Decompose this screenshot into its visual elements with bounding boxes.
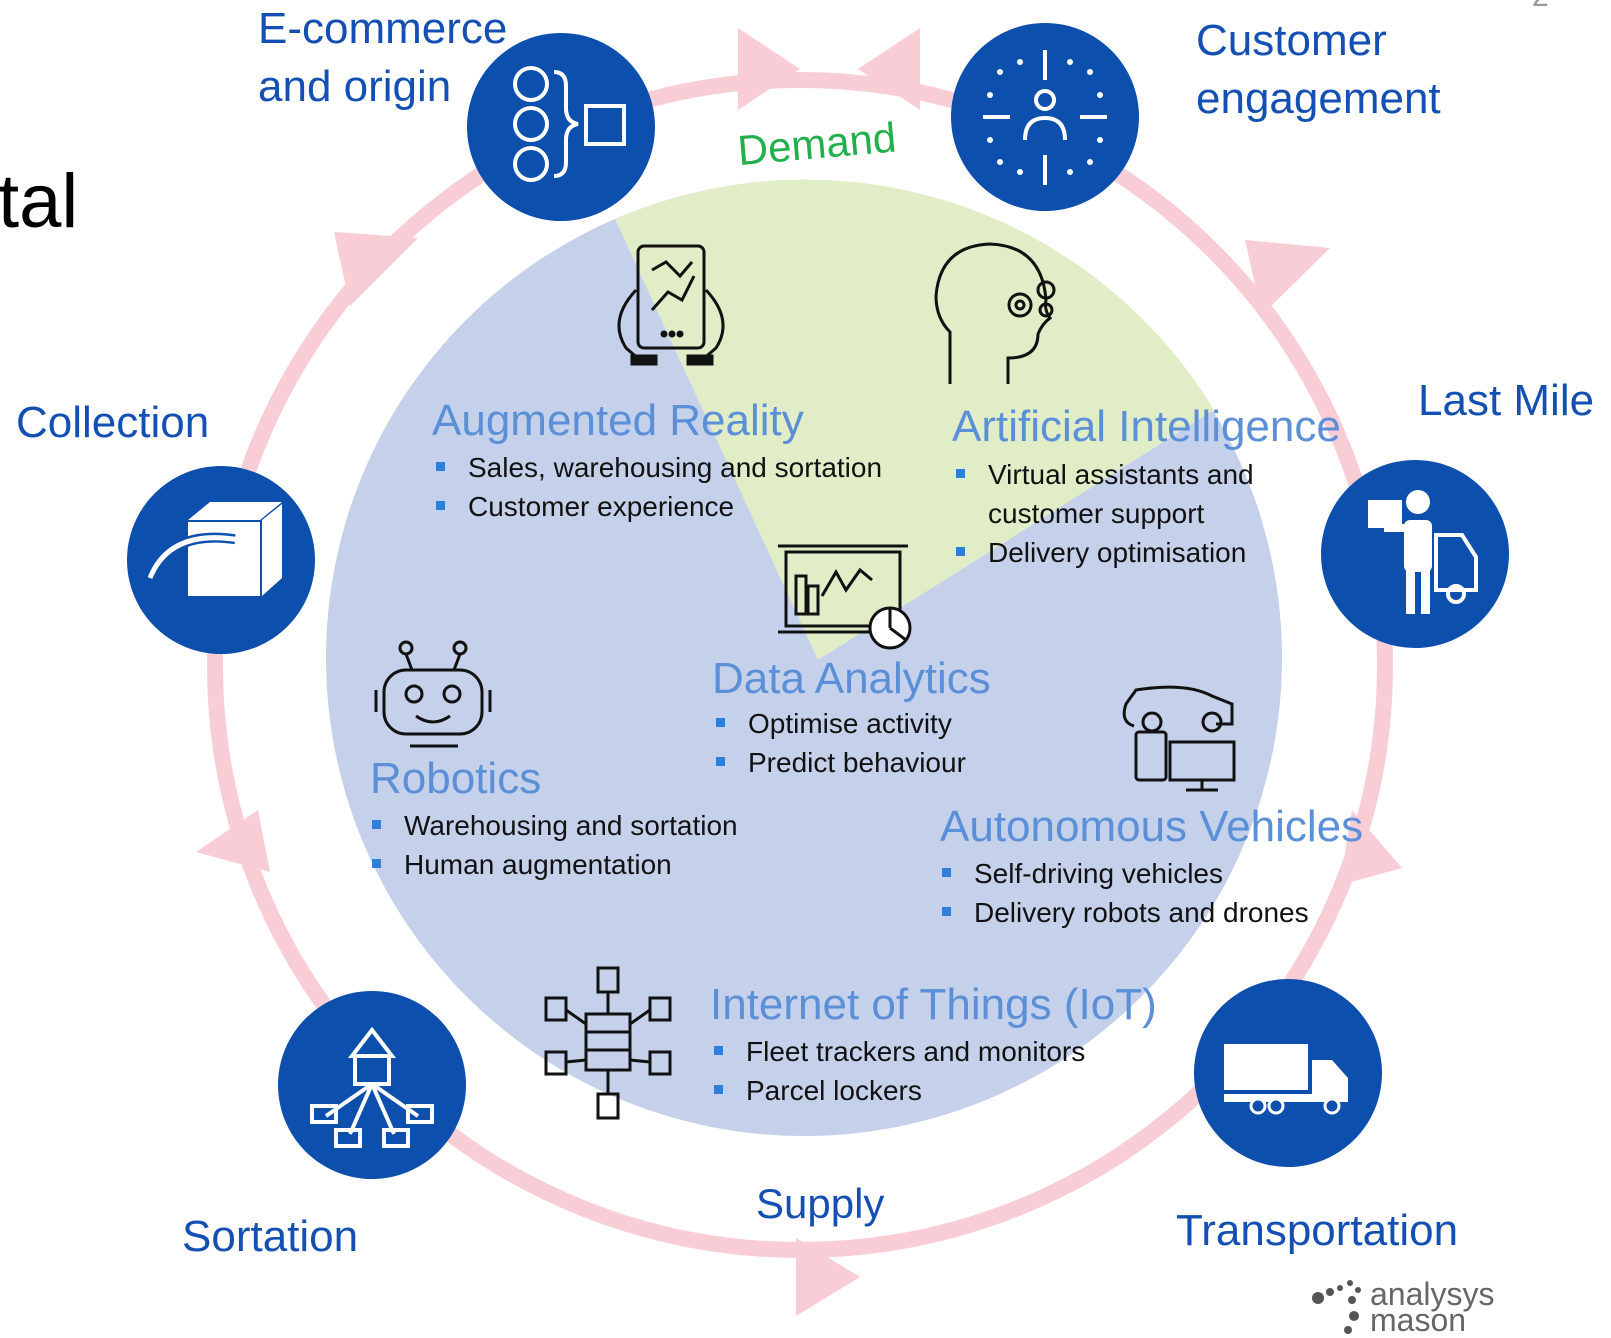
bullet-item: Optimise activity [712, 704, 966, 743]
ring-arrows [196, 28, 1402, 1316]
tech-title-data-analytics: Data Analytics [712, 654, 991, 703]
bullet-item: Fleet trackers and monitors [710, 1032, 1085, 1071]
ring-arrow-upper-right [1245, 240, 1330, 315]
robotics-bullets: Warehousing and sortation Human augmenta… [368, 806, 738, 884]
bullet-item: Warehousing and sortation [368, 806, 738, 845]
stage-label-last-mile: Last Mile [1418, 376, 1595, 425]
augmented-reality-bullets: Sales, warehousing and sortation Custome… [432, 448, 882, 526]
bullet-item: Virtual assistants and customer support [952, 455, 1254, 533]
robotics-icon [374, 640, 492, 748]
iot-bullets: Fleet trackers and monitors Parcel locke… [710, 1032, 1085, 1110]
bullet-item: Sales, warehousing and sortation [432, 448, 882, 487]
artificial-intelligence-icon [934, 242, 1056, 384]
artificial-intelligence-bullets: Virtual assistants and customer support … [952, 455, 1254, 572]
ring-arrow-top-right [858, 28, 920, 110]
stage-icon-transportation [1194, 979, 1382, 1167]
bullet-item: Delivery optimisation [952, 533, 1254, 572]
ring-arrow-bottom [796, 1238, 860, 1316]
demand-wedge [615, 179, 1214, 660]
autonomous-vehicles-bullets: Self-driving vehicles Delivery robots an… [938, 854, 1309, 932]
stage-icon-last-mile [1321, 460, 1509, 648]
tech-title-robotics: Robotics [370, 754, 542, 803]
stage-label-transportation: Transportation [1176, 1206, 1459, 1255]
bullet-item: Predict behaviour [712, 743, 966, 782]
tech-title-artificial-intelligence: Artificial Intelligence [952, 402, 1341, 451]
ring-arrow-lower-right [1340, 810, 1402, 885]
bullet-item: Customer experience [432, 487, 882, 526]
tech-title-iot: Internet of Things (IoT) [710, 980, 1157, 1029]
demand-label: Demand [736, 113, 898, 174]
stage-icon-sortation [278, 991, 466, 1179]
stage-label-collection: Collection [16, 398, 210, 447]
ring-arrow-upper-left [334, 232, 418, 306]
slide-title-fragment: tal [0, 159, 79, 244]
ring-arrow-lower-left [196, 810, 270, 872]
stage-icon-collection [127, 466, 315, 654]
iot-icon [544, 966, 672, 1120]
brand-name-line2: mason [1370, 1302, 1467, 1338]
augmented-reality-icon [617, 244, 725, 366]
supply-label: Supply [756, 1180, 884, 1227]
stage-icon-ecommerce [467, 33, 655, 221]
stage-label-ecommerce: E-commerce and origin [258, 4, 508, 111]
ring-arrow-top-left [738, 28, 800, 110]
autonomous-vehicles-icon [1122, 685, 1236, 792]
brand-logo-dots [1312, 1280, 1361, 1334]
stage-label-sortation: Sortation [182, 1212, 359, 1261]
bullet-item: Delivery robots and drones [938, 893, 1309, 932]
bullet-item: Human augmentation [368, 845, 738, 884]
bullet-item: Parcel lockers [710, 1071, 1085, 1110]
brand-name-line1: analysys [1370, 1276, 1495, 1312]
page-number: 2 [1532, 0, 1549, 12]
tech-title-autonomous-vehicles: Autonomous Vehicles [940, 802, 1364, 851]
stage-icon-customer-engagement [951, 23, 1139, 211]
data-analytics-bullets: Optimise activity Predict behaviour [712, 704, 966, 782]
bullet-item: Self-driving vehicles [938, 854, 1309, 893]
tech-title-augmented-reality: Augmented Reality [432, 396, 804, 445]
data-analytics-icon [778, 544, 912, 650]
stage-label-customer-engagement: Customer engagement [1196, 16, 1441, 123]
